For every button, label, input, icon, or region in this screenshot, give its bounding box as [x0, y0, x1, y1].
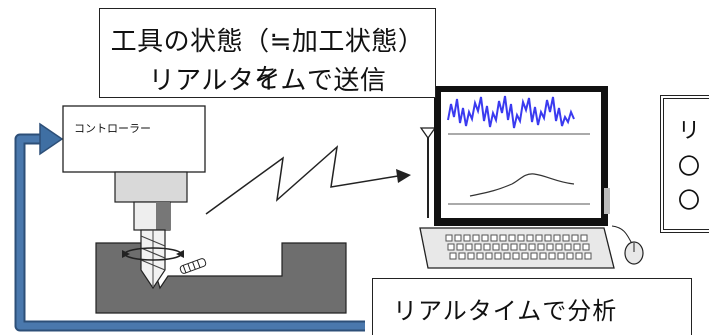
side-text-box: リ 〇 〇 [660, 95, 709, 233]
controller-box [62, 105, 206, 173]
antenna-icon [419, 127, 437, 218]
chip-icon [179, 258, 207, 274]
mouse-icon [611, 225, 644, 265]
title-line-2: リアルタイムで送信 [148, 66, 387, 96]
workpiece [95, 242, 347, 314]
waveform-signal [447, 95, 575, 129]
drill-bit-icon [140, 229, 166, 290]
feedback-arrow [14, 122, 365, 332]
title-box: 工具の状態（≒加工状態）を リアルタイムで送信 [99, 8, 436, 98]
analysis-label: リアルタイムで分析 [393, 297, 618, 325]
analysis-box: リアルタイムで分析 [372, 278, 692, 335]
trend-curve [469, 173, 575, 197]
spindle-icon [114, 171, 188, 231]
wireless-zigzag-arrow [205, 145, 411, 215]
side-text-line-1: リ [678, 119, 701, 144]
monitor-icon [434, 86, 610, 226]
rotation-arrow-icon [122, 247, 184, 261]
side-text-line-3: 〇 [678, 189, 701, 214]
title-line-1: 工具の状態（≒加工状態）を [110, 27, 425, 94]
keyboard-icon [419, 227, 615, 269]
controller-label: コントローラー [74, 122, 151, 135]
side-text-line-2: 〇 [678, 155, 701, 180]
